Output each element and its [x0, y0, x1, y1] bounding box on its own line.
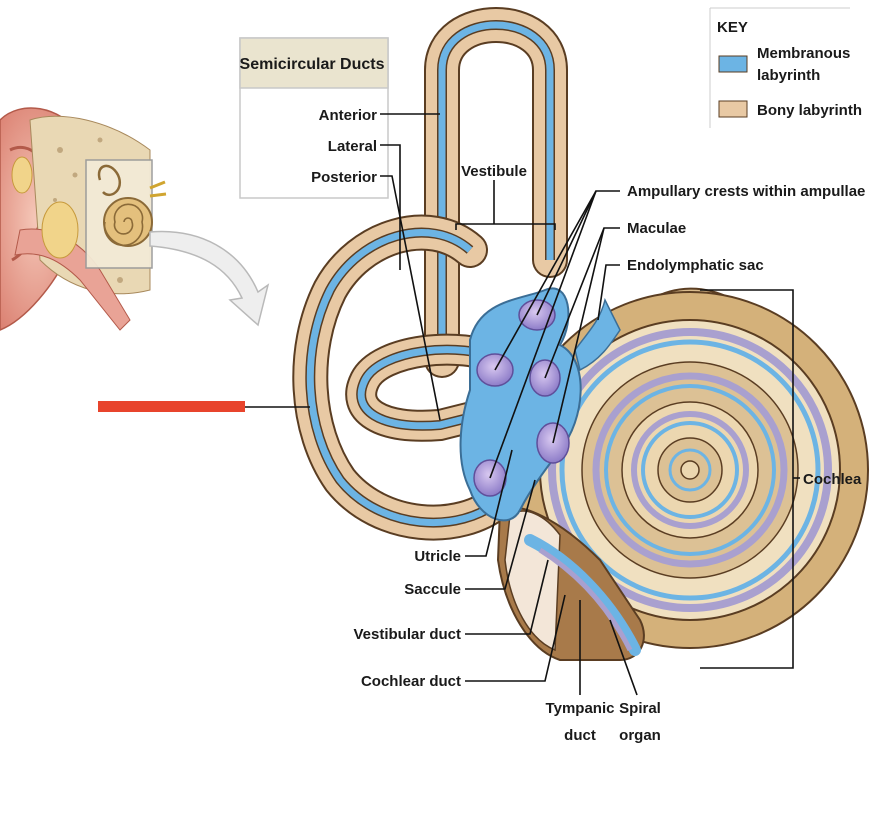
- posterior-label: Posterior: [311, 169, 377, 186]
- zoom-arrow-icon: [149, 230, 270, 327]
- utricle-label: Utricle: [414, 548, 461, 565]
- labyrinth-illustration: [292, 7, 869, 661]
- tympanic-duct-label-line2: duct: [564, 727, 596, 744]
- vestibule-label: Vestibule: [461, 163, 527, 180]
- bony-swatch: [718, 100, 748, 118]
- cochlea-label: Cochlea: [803, 471, 862, 488]
- anterior-label: Anterior: [319, 107, 378, 124]
- key-legend: KEY Membranous labyrinth Bony labyrinth: [709, 7, 862, 128]
- endolymphatic-sac-label: Endolymphatic sac: [627, 257, 764, 274]
- inset-cochlea-icon: [97, 164, 153, 247]
- cochlea-spiral: [508, 287, 869, 649]
- spiral-organ-label-line1: Spiral: [619, 700, 661, 717]
- spiral-organ-label-line2: organ: [619, 727, 661, 744]
- key-membranous-line1: Membranous: [757, 45, 850, 62]
- semicircular-ducts-box: Semicircular Ducts Anterior Lateral Post…: [239, 37, 389, 199]
- saccule-label: Saccule: [404, 581, 461, 598]
- key-bony: Bony labyrinth: [757, 102, 862, 119]
- lateral-label: Lateral: [328, 138, 377, 155]
- endolymphatic-sac-shape: [574, 297, 621, 372]
- key-title: KEY: [717, 19, 748, 36]
- maculae-label: Maculae: [627, 220, 686, 237]
- tympanic-duct-label-line1: Tympanic: [546, 700, 615, 717]
- membranous-swatch: [718, 55, 748, 73]
- anterior-canal: [424, 7, 568, 378]
- ampullary-crests-label: Ampullary crests within ampullae: [627, 183, 865, 200]
- cochlea-base: [496, 506, 645, 661]
- posterior-canal: [292, 214, 518, 541]
- leader-lines: [245, 113, 800, 696]
- vestibular-duct-label: Vestibular duct: [353, 626, 461, 643]
- cochlear-duct-label: Cochlear duct: [361, 673, 461, 690]
- redacted-label-bar: [98, 401, 245, 412]
- ear-inset: [0, 107, 167, 331]
- labels: Vestibule Ampullary crests within ampull…: [353, 163, 865, 744]
- semicircular-ducts-title: Semicircular Ducts: [240, 56, 385, 73]
- key-membranous-line2: labyrinth: [757, 67, 820, 84]
- lateral-canal: [345, 333, 516, 442]
